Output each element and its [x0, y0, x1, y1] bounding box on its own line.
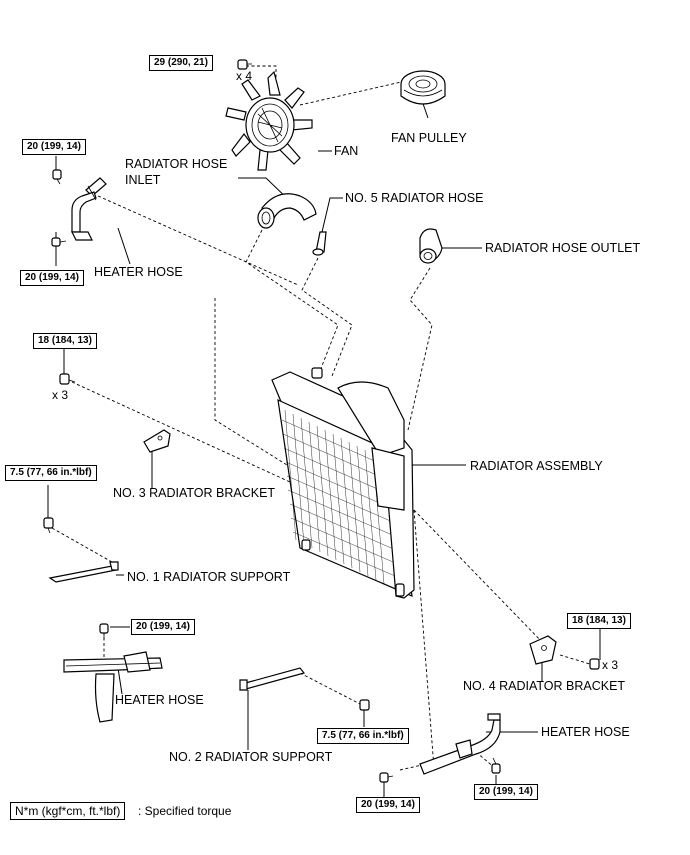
bracket3-bolt: [59, 373, 76, 385]
heater-hose-lower-assembly: [63, 651, 163, 723]
label-no3-radiator-bracket: NO. 3 RADIATOR BRACKET: [113, 486, 276, 500]
fan: [225, 70, 313, 171]
label-no2-radiator-support: NO. 2 RADIATOR SUPPORT: [169, 750, 333, 764]
bracket4-bolt: [589, 658, 600, 670]
label-no1-radiator-support: NO. 1 RADIATOR SUPPORT: [127, 570, 291, 584]
dashed-alignment-lines: [51, 65, 591, 771]
label-fan-pulley: FAN PULLEY: [391, 131, 467, 145]
label-heater-hose-right: HEATER HOSE: [541, 725, 630, 739]
label-heater-hose-upper: HEATER HOSE: [94, 265, 183, 279]
no5-radiator-hose: [312, 231, 327, 256]
radiator-hose-inlet: [257, 193, 317, 229]
fan-bolt: [237, 59, 252, 70]
label-heater-hose-lower: HEATER HOSE: [115, 693, 204, 707]
right-hose-bolt-right: [491, 757, 501, 774]
label-radiator-assembly: RADIATOR ASSEMBLY: [470, 459, 603, 473]
torque-heater-hose-lower-left: 20 (199, 14): [131, 619, 195, 635]
torque-no3-bracket: 18 (184, 13): [33, 333, 97, 349]
no1-radiator-support: [48, 561, 119, 583]
heater-hose-bolt-mid: [51, 237, 67, 247]
right-hose-bolt-left: [379, 772, 394, 783]
radiator-assembly: [271, 367, 415, 599]
label-radiator-hose-inlet-line2: INLET: [125, 173, 161, 187]
legend-unit-box: N*m (kgf*cm, ft.*lbf): [10, 802, 126, 820]
heater-hose-right-assembly: [419, 713, 501, 775]
label-radiator-hose-outlet: RADIATOR HOSE OUTLET: [485, 241, 641, 255]
no4-radiator-bracket: [529, 635, 557, 665]
label-no5-radiator-hose: NO. 5 RADIATOR HOSE: [345, 191, 484, 205]
bolts: [43, 59, 600, 783]
heater-hose-bolt-upper: [52, 169, 62, 185]
qty-no3-bracket: x 3: [52, 388, 69, 402]
label-fan: FAN: [334, 144, 359, 158]
torque-heater-hose-right-right: 20 (199, 14): [474, 784, 538, 800]
torque-no2-support: 7.5 (77, 66 in.*lbf): [317, 728, 409, 744]
no2-radiator-support: [239, 667, 306, 691]
label-radiator-hose-inlet-line1: RADIATOR HOSE: [125, 157, 228, 171]
lower-hose-bolt: [99, 623, 109, 640]
torque-heater-hose-right-left: 20 (199, 14): [356, 797, 420, 813]
torque-heater-hose-upper-bottom: 20 (199, 14): [20, 270, 84, 286]
support2-bolt: [359, 699, 370, 715]
qty-fan-bolt: x 4: [236, 69, 253, 83]
heater-hose-upper-assembly: [71, 177, 107, 241]
torque-no4-bracket: 18 (184, 13): [567, 613, 631, 629]
support1-bolt: [43, 517, 54, 534]
qty-no4-bracket: x 3: [602, 658, 619, 672]
torque-no1-support: 7.5 (77, 66 in.*lbf): [5, 465, 97, 481]
torque-heater-hose-upper-top: 20 (199, 14): [22, 139, 86, 155]
no3-radiator-bracket: [143, 429, 171, 453]
legend-description: : Specified torque: [138, 804, 232, 818]
label-no4-radiator-bracket: NO. 4 RADIATOR BRACKET: [463, 679, 626, 693]
radiator-hose-outlet: [419, 228, 443, 264]
torque-fan-bolt: 29 (290, 21): [149, 55, 213, 71]
fan-pulley: [400, 70, 446, 105]
